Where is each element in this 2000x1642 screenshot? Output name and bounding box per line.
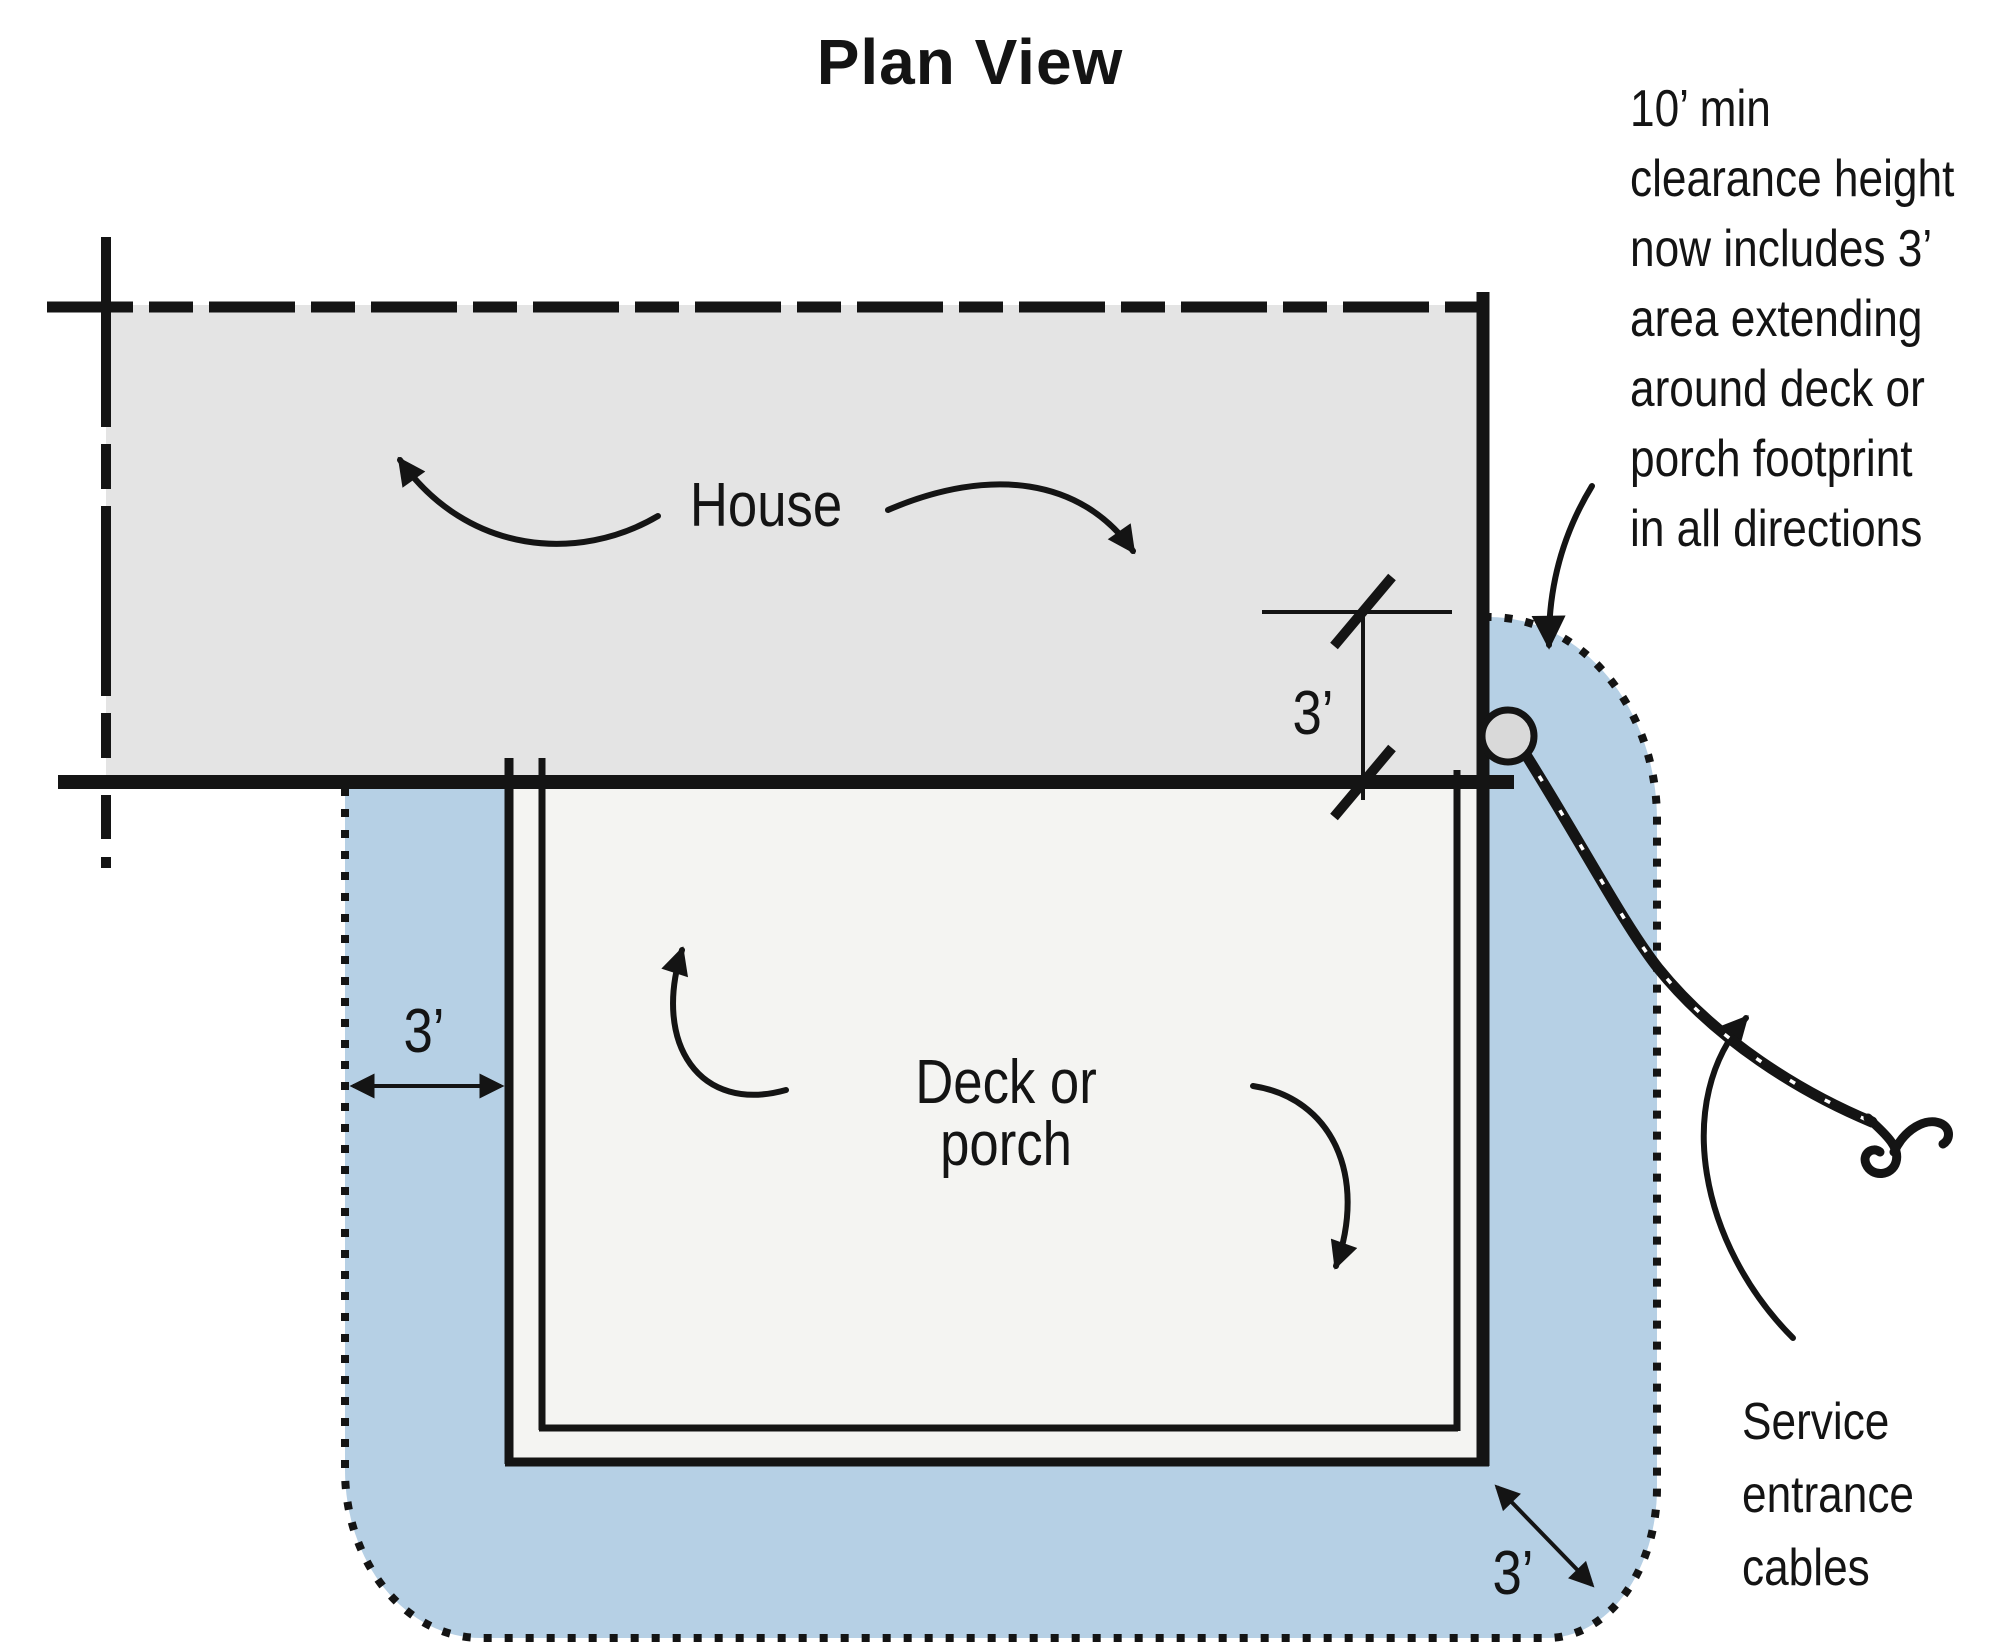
dim-right-bottom-tick [1330, 744, 1396, 821]
clearance-dotted-border [341, 613, 1661, 1642]
house-label: House [689, 471, 843, 540]
service-cables-arrow [1700, 1015, 1796, 1341]
service-cable [1512, 736, 1878, 1128]
house-area [106, 305, 1483, 783]
dim-corner-arrow [1494, 1484, 1595, 1588]
deck-arrow-right [1250, 1083, 1358, 1270]
page-title: Plan View [816, 26, 1124, 98]
house-arrow-right [885, 481, 1136, 555]
dim-corner-label: 3’ [1492, 1539, 1534, 1608]
cable-insulator [1478, 706, 1538, 766]
deck-arrow-left [661, 946, 789, 1098]
clearance-note: 10’ min clearance height now includes 3’… [1630, 80, 1955, 558]
dim-left-label: 3’ [403, 997, 445, 1066]
dim-right-top-tick [1330, 573, 1396, 650]
service-cable-hook [1860, 1113, 1953, 1178]
dim-right-label: 3’ [1292, 679, 1334, 748]
service-cables-label: Service entrance cables [1742, 1393, 1915, 1597]
deck-label: Deck or porch [915, 1048, 1097, 1179]
clearance-note-arrow [1531, 483, 1595, 650]
house-arrow-left [397, 456, 661, 547]
